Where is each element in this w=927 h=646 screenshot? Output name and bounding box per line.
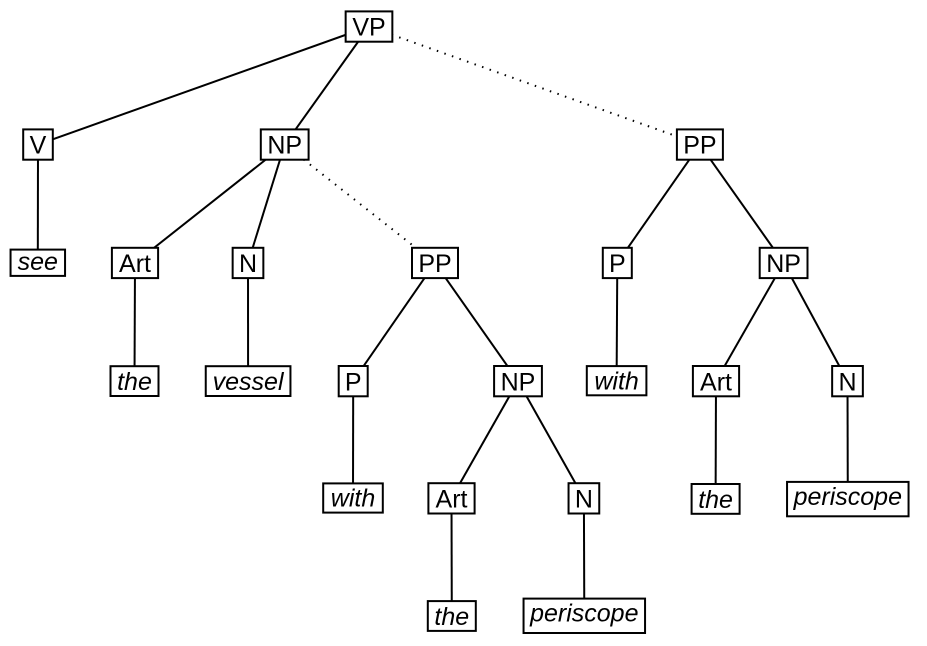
svg-text:see: see: [18, 248, 58, 276]
svg-text:NP: NP: [267, 132, 302, 160]
svg-text:periscope: periscope: [793, 483, 902, 511]
svg-text:PP: PP: [683, 132, 716, 160]
svg-text:P: P: [345, 368, 362, 396]
svg-text:the: the: [434, 603, 469, 631]
svg-text:N: N: [575, 486, 593, 514]
svg-text:with: with: [594, 367, 638, 395]
svg-text:VP: VP: [352, 14, 385, 42]
svg-text:NP: NP: [766, 250, 801, 278]
svg-text:N: N: [838, 368, 856, 396]
svg-text:Art: Art: [436, 486, 468, 514]
svg-text:the: the: [117, 368, 152, 396]
svg-text:vessel: vessel: [213, 368, 285, 396]
svg-text:with: with: [331, 485, 375, 513]
svg-text:NP: NP: [501, 368, 536, 396]
svg-text:V: V: [30, 132, 47, 160]
svg-text:P: P: [609, 250, 626, 278]
svg-text:periscope: periscope: [529, 600, 638, 628]
svg-text:the: the: [698, 486, 733, 514]
svg-text:Art: Art: [700, 368, 732, 396]
svg-text:N: N: [239, 250, 257, 278]
svg-text:PP: PP: [418, 250, 451, 278]
svg-text:Art: Art: [119, 250, 151, 278]
